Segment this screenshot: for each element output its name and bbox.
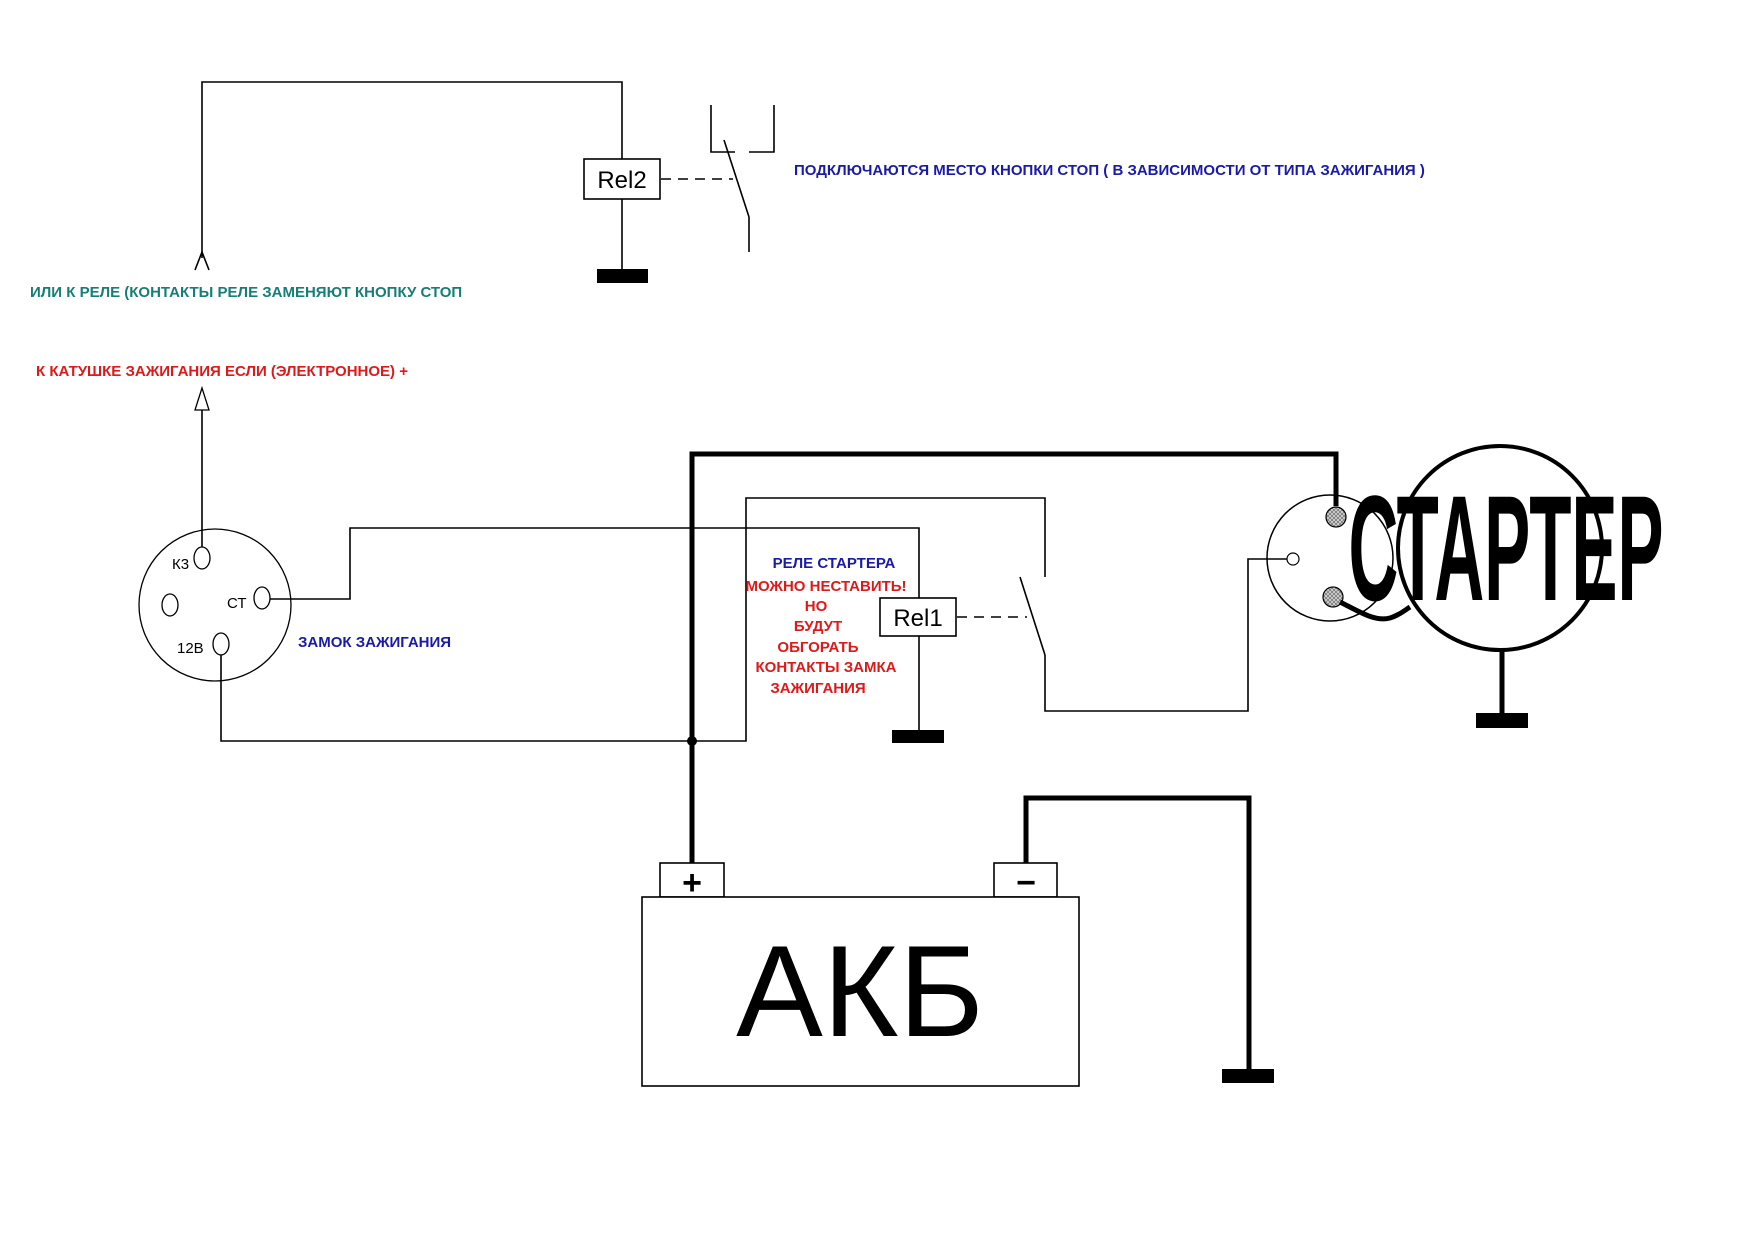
ignition-lock-body [138,528,292,682]
solenoid-to-starter-cable [1338,599,1412,622]
rel2-contact-switch [661,105,775,252]
junction-dot [687,736,697,746]
pin-unused [161,593,179,617]
ignition-lock-label: ЗАМОК ЗАЖИГАНИЯ [298,634,451,651]
arrow-up-icon [194,385,210,411]
ground-symbol [892,730,944,743]
starter-relay-note: РЕЛЕ СТАРТЕРА МОЖНО НЕСТАВИТЬ! НО БУДУТ … [745,555,906,697]
pin-k3 [193,546,211,570]
battery-positive-cable [689,451,1339,863]
starter-solenoid [1266,494,1412,622]
note-line: ОБГОРАТЬ [777,639,858,656]
pin-ct-label: СТ [227,595,247,612]
rel2-label: Rel2 [597,167,646,194]
rel1-label: Rel1 [893,605,942,632]
ct-to-rel1-wire [270,527,920,600]
battery-negative-cable [1023,795,1252,1070]
stop-button-note: ПОДКЛЮЧАЮТСЯ МЕСТО КНОПКИ СТОП ( В ЗАВИС… [794,162,1425,179]
12v-feed-wire [220,497,1046,742]
pin-12v-label: 12В [177,640,204,657]
note-line: КОНТАКТЫ ЗАМКА [756,659,897,676]
solenoid-body [1266,494,1394,622]
rel1-coil-box [879,597,957,637]
ground-symbol [1222,1069,1274,1083]
note-line: МОЖНО НЕСТАВИТЬ! [745,578,906,595]
plus-icon: + [682,864,702,902]
note-line: ЗАЖИГАНИЯ [770,680,865,697]
note-line: НО [805,598,828,615]
rel2-relay: Rel2 [583,158,661,283]
pin-ct [253,586,271,610]
starter-motor: СТАРТЕР [1348,444,1664,728]
pin-k3-label: К3 [172,556,189,573]
battery-label: АКБ [736,918,984,1064]
rel1-to-solenoid-wire [1044,558,1287,712]
minus-icon: − [1016,864,1036,902]
relay-alt-wire [194,81,623,271]
battery-body [641,896,1080,1087]
starter-relay-title: РЕЛЕ СТАРТЕРА [773,555,896,572]
solenoid-motor-terminal [1322,586,1344,608]
solenoid-control-terminal [1286,552,1300,566]
rel2-coil-box [583,158,661,200]
ground-symbol [597,269,648,283]
rel1-relay: Rel1 [879,558,1287,743]
ignition-lock: К3 СТ 12В [138,528,292,682]
starter-label: СТАРТЕР [1348,464,1663,632]
ignition-coil-note: К КАТУШКЕ ЗАЖИГАНИЯ ЕСЛИ (ЭЛЕКТРОННОЕ) + [36,363,408,380]
note-line: БУДУТ [794,618,842,635]
solenoid-battery-terminal [1325,506,1347,528]
pin-12v [212,632,230,656]
battery: + − АКБ [641,862,1080,1087]
relay-alternative-note: ИЛИ К РЕЛЕ (КОНТАКТЫ РЕЛЕ ЗАМЕНЯЮТ КНОПК… [30,284,462,301]
ignition-coil-wire [194,385,210,547]
ground-symbol [1476,713,1528,728]
